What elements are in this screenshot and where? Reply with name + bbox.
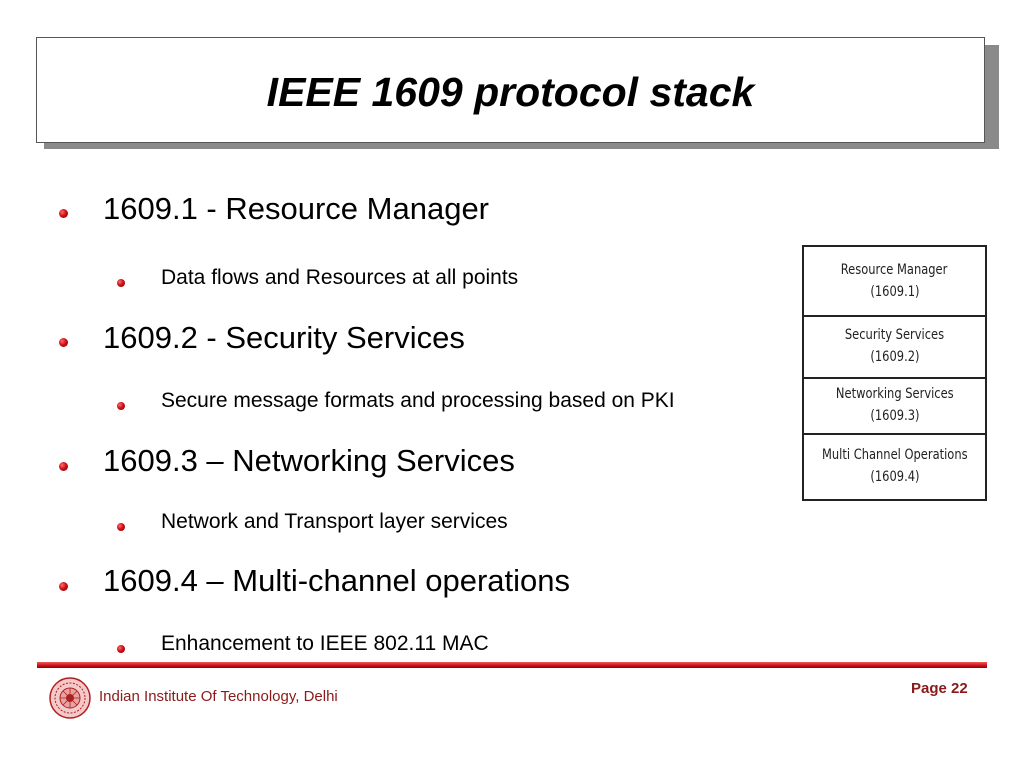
- layer-id: (1609.3): [869, 408, 920, 424]
- bullet-1609-4: 1609.4 – Multi-channel operations: [103, 563, 571, 598]
- layer-name: Networking Services: [835, 386, 954, 402]
- sub-bullet-icon: [117, 279, 125, 287]
- layer-name: Resource Manager: [841, 262, 948, 278]
- stack-layer-networking-services: Networking Services (1609.3): [804, 377, 985, 435]
- layer-name: Security Services: [844, 327, 945, 343]
- protocol-stack-diagram: Resource Manager (1609.1) Security Servi…: [802, 245, 987, 501]
- bullet-icon: [59, 582, 68, 591]
- layer-id: (1609.1): [869, 284, 920, 300]
- sub-bullet-1609-1: Data flows and Resources at all points: [161, 266, 519, 289]
- iit-delhi-logo-icon: [49, 677, 91, 719]
- stack-layer-multi-channel-operations: Multi Channel Operations (1609.4): [804, 433, 985, 499]
- sub-bullet-1609-3: Network and Transport layer services: [161, 510, 508, 533]
- sub-bullet-icon: [117, 523, 125, 531]
- bullet-1609-2: 1609.2 - Security Services: [103, 320, 465, 355]
- sub-bullet-icon: [117, 402, 125, 410]
- layer-id: (1609.4): [869, 469, 920, 485]
- stack-layer-security-services: Security Services (1609.2): [804, 315, 985, 379]
- footer-institute: Indian Institute Of Technology, Delhi: [99, 688, 338, 705]
- slide-title: IEEE 1609 protocol stack: [266, 68, 755, 115]
- bullet-1609-3: 1609.3 – Networking Services: [103, 443, 515, 478]
- sub-bullet-1609-2: Secure message formats and processing ba…: [161, 389, 675, 412]
- sub-bullet-icon: [117, 645, 125, 653]
- bullet-icon: [59, 462, 68, 471]
- stack-layer-resource-manager: Resource Manager (1609.1): [804, 247, 985, 317]
- sub-bullet-1609-4: Enhancement to IEEE 802.11 MAC: [161, 632, 489, 655]
- bullet-icon: [59, 209, 68, 218]
- footer-divider: [37, 662, 987, 668]
- page-number: Page 22: [911, 680, 968, 697]
- layer-name: Multi Channel Operations: [821, 447, 968, 463]
- layer-id: (1609.2): [869, 349, 920, 365]
- title-box: IEEE 1609 protocol stack: [36, 37, 985, 143]
- bullet-1609-1: 1609.1 - Resource Manager: [103, 191, 490, 226]
- bullet-icon: [59, 338, 68, 347]
